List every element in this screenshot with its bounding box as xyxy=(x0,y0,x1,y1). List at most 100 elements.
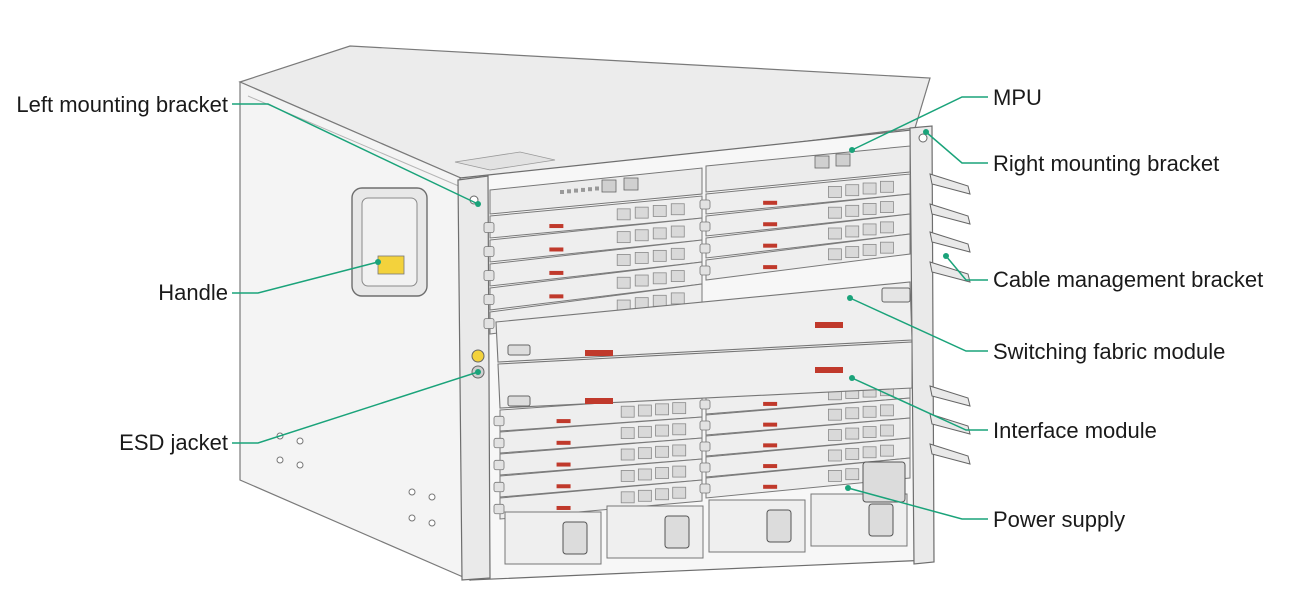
port xyxy=(880,201,894,213)
handle-accent xyxy=(763,443,778,448)
leader-switching-fabric-module xyxy=(849,297,988,352)
leader-right-mounting-bracket xyxy=(925,131,988,164)
switching-fabric-module xyxy=(495,281,913,409)
bracket-screw xyxy=(918,133,928,143)
port xyxy=(828,469,842,482)
mpu-led xyxy=(588,187,592,192)
leader-mpu-dot xyxy=(849,147,855,153)
port xyxy=(652,294,667,307)
handle-accent xyxy=(556,462,571,467)
ejector-latch xyxy=(699,199,711,210)
port xyxy=(637,468,652,481)
port xyxy=(655,488,669,501)
mpu-ethernet-port xyxy=(601,179,617,193)
ejector-latch xyxy=(699,462,711,473)
port xyxy=(655,424,669,437)
handle-accent xyxy=(763,243,778,248)
mpu-ethernet-port xyxy=(814,155,830,169)
handle-accent xyxy=(556,505,571,510)
port xyxy=(845,225,860,238)
mpu-ethernet-port xyxy=(835,153,851,167)
left-mounting-bracket xyxy=(457,175,491,581)
cable-bracket-arm xyxy=(929,173,971,195)
handle-accent xyxy=(549,224,564,229)
side-screw-holes xyxy=(276,432,436,527)
port xyxy=(828,429,842,442)
handle-accent xyxy=(763,265,778,270)
port xyxy=(616,208,631,221)
top-label-sticker xyxy=(454,151,556,171)
leader-cable-management-bracket xyxy=(945,255,988,281)
cable-bracket-arm xyxy=(929,231,971,253)
port xyxy=(828,185,842,198)
port xyxy=(620,427,635,440)
port xyxy=(845,246,860,258)
port xyxy=(862,426,877,438)
port xyxy=(845,407,860,420)
port xyxy=(880,404,894,417)
mpu-led xyxy=(567,189,571,194)
port xyxy=(652,272,667,285)
port xyxy=(845,427,860,440)
mpu-right xyxy=(705,145,911,193)
cable-bracket-arm xyxy=(929,203,971,225)
cable-management-brackets xyxy=(929,173,971,465)
port xyxy=(862,446,877,459)
leader-handle xyxy=(232,261,379,294)
port xyxy=(672,423,687,436)
leader-power-supply-dot xyxy=(845,485,851,491)
cable-bracket-arm xyxy=(929,261,971,283)
port xyxy=(880,444,894,457)
handle-accent xyxy=(763,464,778,469)
ejector-latch xyxy=(483,294,495,305)
port xyxy=(672,465,687,478)
port xyxy=(845,184,860,197)
port xyxy=(670,247,685,260)
port xyxy=(880,424,894,437)
leader-mpu xyxy=(851,96,988,151)
mpu-left xyxy=(489,167,703,215)
port xyxy=(670,270,685,283)
port xyxy=(652,205,667,217)
ejector-latch xyxy=(699,399,711,410)
cable-bracket-arm xyxy=(929,443,971,465)
port xyxy=(637,425,652,438)
ejector-latch xyxy=(699,221,711,232)
label-left-mounting-bracket: Left mounting bracket xyxy=(16,92,228,117)
mpu-led xyxy=(581,187,585,192)
port xyxy=(670,292,685,305)
port xyxy=(845,447,860,460)
port xyxy=(652,249,667,262)
leader-interface-module-dot xyxy=(849,375,855,381)
port xyxy=(862,405,877,418)
label-cable-management-bracket: Cable management bracket xyxy=(993,267,1264,292)
power-inlet xyxy=(562,521,588,555)
ejector-latch xyxy=(699,441,711,452)
label-esd-jacket: ESD jacket xyxy=(119,430,228,455)
port xyxy=(655,445,669,458)
port xyxy=(620,405,635,418)
leader-lines xyxy=(232,96,988,520)
power-inlet xyxy=(766,509,792,543)
label-handle: Handle xyxy=(158,280,228,305)
port xyxy=(845,468,860,481)
ejector-latch xyxy=(699,420,711,431)
handle-accent xyxy=(549,247,564,252)
port xyxy=(672,402,687,415)
port xyxy=(616,231,631,244)
leader-cable-management-bracket-dot xyxy=(943,253,949,259)
port xyxy=(634,251,649,264)
handle-accent xyxy=(549,294,564,299)
port xyxy=(828,408,842,421)
leader-left-mounting-bracket xyxy=(232,103,479,205)
port xyxy=(655,467,669,479)
leader-power-supply xyxy=(847,487,988,520)
port xyxy=(862,182,877,195)
port xyxy=(862,243,877,256)
mpu-led xyxy=(595,186,599,191)
mpu-led xyxy=(560,190,564,194)
label-power-supply: Power supply xyxy=(993,507,1126,532)
power-inlet xyxy=(862,461,906,503)
